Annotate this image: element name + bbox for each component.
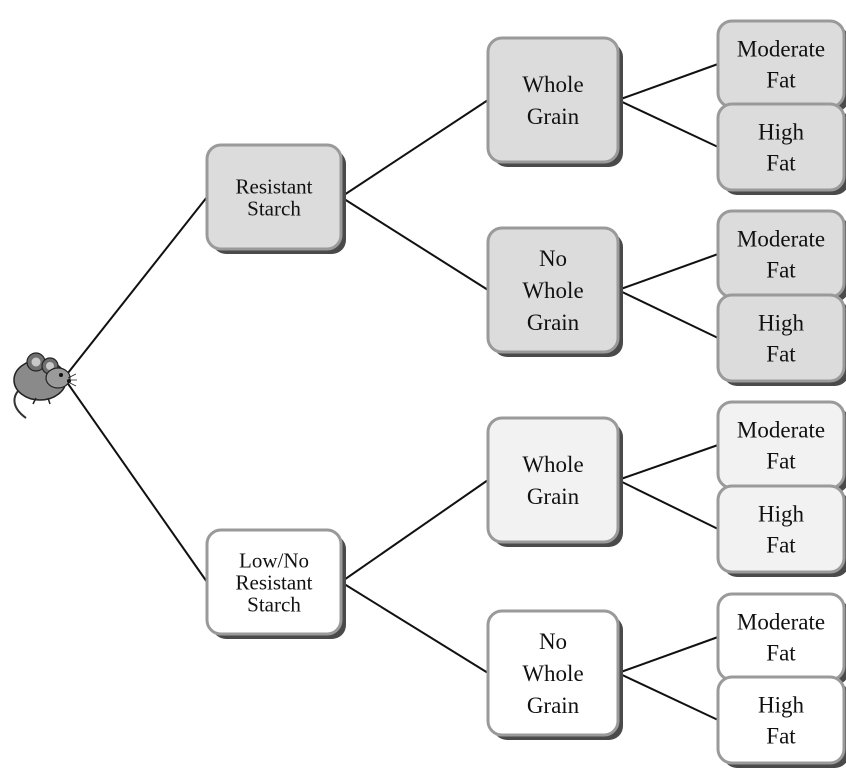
edge-level1-to-level2 (340, 581, 489, 674)
edge-level2-to-level3 (617, 636, 719, 674)
node-label-line: Fat (766, 449, 796, 474)
edge-level1-to-level2 (340, 99, 489, 198)
node-label-line: Whole (522, 452, 583, 477)
node-box (716, 209, 846, 299)
node-label-line: Moderate (737, 610, 825, 635)
edge-level2-to-level3 (617, 63, 719, 101)
node-box (486, 416, 620, 544)
edge-level2-to-level3 (617, 672, 719, 721)
node-label-line: Whole (522, 278, 583, 303)
edge-level1-to-level2 (340, 196, 489, 291)
tree-nodes: ResistantStarchWholeGrainModerateFatHigh… (205, 19, 846, 768)
node-label-line: Fat (766, 151, 796, 176)
node-label-line: High (758, 120, 805, 145)
edge-level1-to-level2 (340, 479, 489, 583)
node-label-line: Fat (766, 533, 796, 558)
edge-level2-to-level3 (617, 253, 719, 291)
edge-level2-to-level3 (617, 289, 719, 339)
node-label-line: Fat (766, 724, 796, 749)
edge-level2-to-level3 (617, 444, 719, 481)
node-box (486, 226, 620, 354)
node-label-line: Fat (766, 68, 796, 93)
node-label-line: Starch (247, 196, 301, 220)
node-label-line: Resistant (236, 174, 313, 198)
node-label-line: Grain (527, 693, 580, 718)
node-label-line: Fat (766, 342, 796, 367)
node-box (486, 36, 620, 164)
node-box (205, 143, 343, 251)
node-box (486, 609, 620, 737)
node-label-line: Starch (247, 592, 301, 616)
node-box (716, 675, 846, 765)
node-label-line: Fat (766, 641, 796, 666)
node-label-line: Whole (522, 661, 583, 686)
tree-edges (63, 63, 719, 721)
node-label-line: Moderate (737, 227, 825, 252)
node-label-line: Low/No (239, 548, 309, 572)
node-box (716, 293, 846, 383)
node-label-line: High (758, 502, 805, 527)
node-label-line: Grain (527, 484, 580, 509)
edge-level2-to-level3 (617, 479, 719, 530)
node-label-line: No (539, 629, 567, 654)
node-label-line: Moderate (737, 37, 825, 62)
node-box (716, 484, 846, 574)
edge-root-to-level1 (63, 196, 208, 379)
node-label-line: No (539, 246, 567, 271)
mouse-icon (13, 352, 77, 419)
node-box (205, 528, 343, 636)
edge-level2-to-level3 (617, 99, 719, 148)
node-label-line: Grain (527, 104, 580, 129)
node-box (716, 592, 846, 682)
node-label-line: Fat (766, 258, 796, 283)
node-label-line: Resistant (236, 570, 313, 594)
node-label-line: High (758, 693, 805, 718)
node-label-line: Moderate (737, 418, 825, 443)
node-label-line: Grain (527, 310, 580, 335)
node-box (716, 102, 846, 192)
node-box (716, 400, 846, 490)
node-box (716, 19, 846, 109)
node-label-line: High (758, 311, 805, 336)
edge-root-to-level1 (63, 377, 208, 583)
node-label-line: Whole (522, 72, 583, 97)
